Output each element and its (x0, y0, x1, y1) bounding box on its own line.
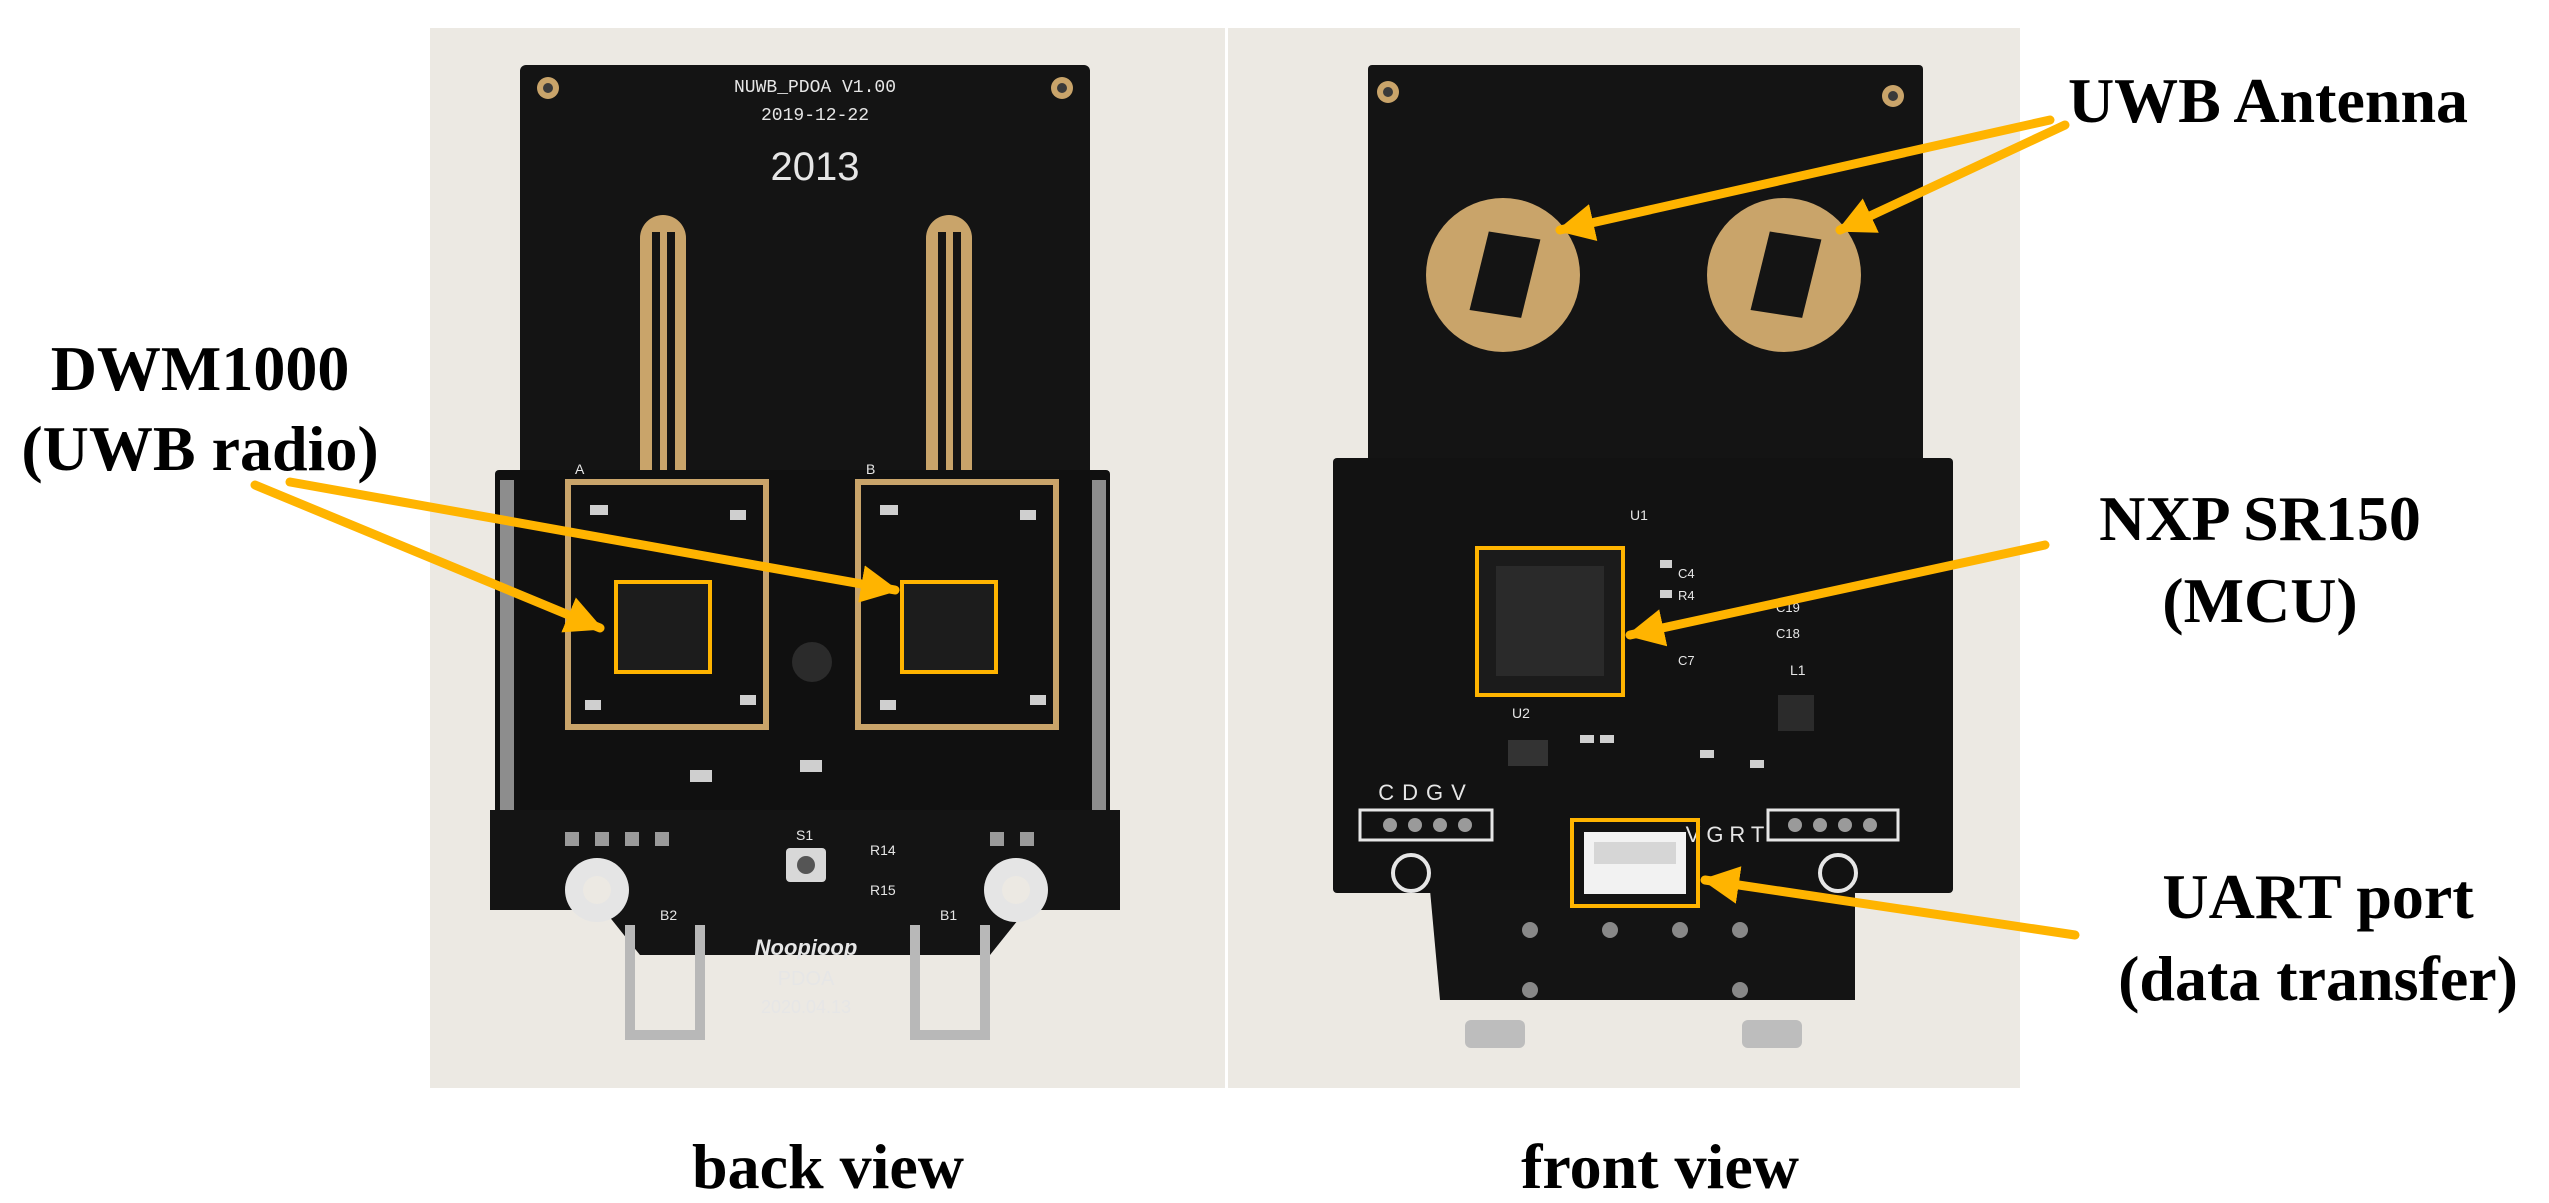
caption-back-view: back view (692, 1131, 964, 1202)
mark-l1: L1 (1790, 662, 1806, 678)
back-date2: 2020.04.13 (761, 997, 851, 1017)
back-board-code: 2013 (771, 145, 860, 189)
module-b-mark: B (866, 461, 875, 477)
back-board-title: NUWB_PDOA V1.00 (734, 78, 896, 98)
uwb-patch-antenna-left (1426, 198, 1580, 352)
back-view-photo: NUWB_PDOA V1.00 2019-12-22 2013 A (430, 28, 1225, 1088)
arrow-to-uart (1700, 866, 2080, 940)
label-uwb-antenna: UWB Antenna (2068, 65, 2468, 136)
mark-c7: C7 (1678, 653, 1695, 668)
mark-s1: S1 (796, 827, 813, 843)
front-view-photo: U1 U2 C4 R4 C7 C19 C18 L1 CDGV VGRT (1228, 28, 2020, 1088)
label-data-transfer: (data transfer) (2118, 943, 2518, 1014)
caption-front-view: front view (1521, 1131, 1799, 1202)
back-brand: Noopioop (755, 935, 858, 960)
front-pcb-upper (1368, 65, 1923, 475)
arrow-antenna-right (1835, 120, 2070, 235)
module-a-mark: A (575, 461, 585, 477)
strip-antenna-a (640, 215, 686, 525)
mark-b1: B1 (940, 907, 957, 923)
label-dwm1000: DWM1000 (51, 333, 350, 404)
mark-r15: R15 (870, 882, 896, 898)
back-model: PDOA (778, 968, 835, 990)
uart-connector (1570, 818, 1700, 908)
label-nxp-sr150: NXP SR150 (2099, 483, 2421, 554)
dwm1000-module-b: B (855, 461, 1059, 730)
front-pcb-lower (1333, 458, 1953, 893)
arrow-antenna-left (1555, 115, 2055, 241)
uwb-patch-antenna-right (1707, 198, 1861, 352)
front-header-left: CDGV (1358, 780, 1494, 842)
annotation-labels: DWM1000 (UWB radio) UWB Antenna NXP SR15… (21, 65, 2518, 1014)
arrow-to-mcu (1625, 540, 2050, 647)
mark-c18: C18 (1776, 626, 1800, 641)
back-mmcx-connectors (625, 925, 990, 1040)
annotation-arrows (250, 115, 2080, 940)
mark-b2: B2 (660, 907, 677, 923)
back-board-date: 2019-12-22 (761, 106, 869, 126)
mark-u1: U1 (1630, 507, 1648, 523)
header-left-label: CDGV (1378, 780, 1474, 805)
back-pcb-upper (520, 65, 1090, 485)
arrow-dwm-to-module-a (250, 480, 605, 633)
strip-antenna-b (926, 215, 972, 525)
mark-u2: U2 (1512, 705, 1530, 721)
nxp-sr150-chip (1475, 546, 1625, 697)
arrow-dwm-to-module-b (285, 477, 900, 603)
mark-r14: R14 (870, 842, 896, 858)
label-uwb-radio: (UWB radio) (21, 413, 378, 484)
mark-r4: R4 (1678, 588, 1695, 603)
label-mcu: (MCU) (2162, 565, 2357, 636)
mark-c4: C4 (1678, 566, 1695, 581)
label-uart-port: UART port (2162, 861, 2474, 932)
